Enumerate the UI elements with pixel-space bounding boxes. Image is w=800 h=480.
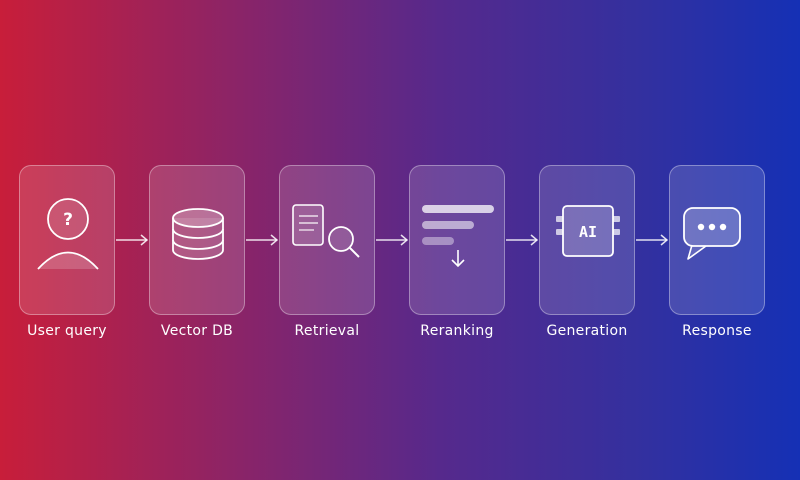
step-label-vector-db: Vector DB [160,323,234,339]
chip-label: AI [579,223,597,241]
database-icon [172,208,224,260]
arrow-right-icon [506,234,539,246]
chat-bubble-icon [683,207,741,260]
step-card-retrieval [279,165,375,315]
sorted-list-icon [422,205,494,268]
step-label-retrieval: Retrieval [294,323,360,339]
document-search-icon [292,204,360,258]
user-question-icon: ? [37,198,99,270]
arrow-right-icon [116,234,149,246]
arrow-right-icon [246,234,279,246]
arrow-right-icon [636,234,669,246]
step-card-vector-db [149,165,245,315]
step-card-reranking [409,165,505,315]
step-label-generation: Generation [546,323,628,339]
step-card-user-query: ? [19,165,115,315]
ai-chip-icon: AI [556,205,620,257]
step-card-response [669,165,765,315]
step-label-reranking: Reranking [420,323,494,339]
arrow-right-icon [376,234,409,246]
step-label-response: Response [682,323,752,339]
question-mark: ? [63,210,73,230]
step-card-generation: AI [539,165,635,315]
step-label-user-query: User query [27,323,107,339]
